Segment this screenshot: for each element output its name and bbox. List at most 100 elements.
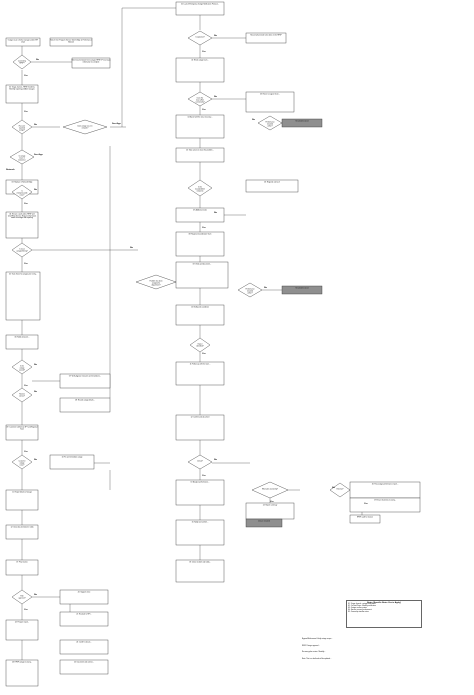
footer-line: RFSP Outage approval... (302, 645, 320, 647)
process-t17: 18: Close incident and notify... (175, 559, 225, 583)
process-t5: 04: Assist with the issue recovery... (175, 114, 225, 139)
decision-shape (187, 454, 213, 470)
edge-label-no: No (130, 247, 134, 249)
process-t10: 09: Verify and document... (175, 261, 229, 289)
process-t8: 07: Additional notes (175, 207, 225, 223)
decision-shape (251, 481, 289, 499)
process-box (5, 559, 39, 576)
process-box (245, 32, 287, 44)
node-text: 15: Notify and confirm... (192, 520, 209, 523)
node-text: 08: Regional Coordination Team (189, 232, 212, 235)
edge-label-yes: Yes (24, 385, 29, 387)
edge-label-no: No (34, 459, 38, 461)
edge-label-no: No (36, 59, 40, 61)
node-text: 02: Triage Journal - RFSP, Incidents,Mon… (9, 85, 35, 90)
decision-d-ext: External? (329, 482, 351, 498)
decision-shape (11, 589, 33, 605)
process-g-closure: Closure resolved (245, 518, 283, 528)
process-t22: 23: RFSP outage recovery... (5, 659, 39, 687)
edge-label-no: No (34, 189, 38, 191)
legend-line: S1: Triage Journal - outage notification (348, 604, 376, 605)
edge-label-no: No (34, 594, 38, 596)
process-r1: 16: Post-outage performance report... (349, 481, 421, 499)
process-t15: 14: Report summary (245, 502, 295, 520)
node-text: 25: Document and archive... (74, 660, 94, 663)
process-box (59, 589, 109, 605)
edge-label-no: No (252, 119, 256, 121)
process-box (71, 57, 111, 69)
node-text: 05: Take actions to close the problem... (186, 148, 214, 151)
process-t6: 05: Take actions to close the problem... (175, 147, 225, 163)
decision-shape (257, 115, 283, 131)
node-text: 11: Report details of outage (12, 490, 32, 493)
process-t9: 08: Regional Coordination Team (175, 231, 225, 257)
node-text: Who takes ownership? (262, 488, 278, 491)
edge-label-no: No (214, 96, 218, 98)
node-text: 07: Additional notes (193, 208, 207, 211)
process-box (5, 619, 39, 641)
edge-label-yes: Yes (24, 111, 29, 113)
process-n-report: 11: Report details of outage (5, 489, 39, 511)
node-text: 21: Escalate to SFT... (76, 612, 92, 615)
node-text: 07: Verify bypass measures and resolutio… (69, 374, 102, 377)
process-n2: 02: Triage Journal - RFSP, Incidents,Mon… (5, 84, 39, 104)
edge-label-yes: Yes (24, 75, 29, 77)
process-box (59, 611, 109, 627)
process-box (59, 639, 109, 655)
node-text: 04: Assist with the issue recovery... (188, 115, 213, 118)
node-text: 06: Notify end-user... (15, 335, 30, 338)
process-box (175, 304, 225, 326)
edge-label-no: No (214, 459, 218, 461)
legend-note: Notes (Specific Notes Use to Apply) S1: … (346, 600, 422, 628)
decision-shape (11, 242, 33, 258)
process-r2: 17: Ensure business recovery... (349, 497, 421, 513)
edge-label-yes: Yes (24, 451, 29, 453)
edge-label-no: No (34, 364, 38, 366)
node-layer: Outage issue is fed to manager and/or SF… (5, 1, 421, 687)
footer-line: Recovery plan review - Monthly... (302, 652, 326, 654)
edge-label-no: No (264, 287, 268, 289)
process-t7: 06: Regional outreach (245, 179, 299, 193)
legend-line: S2: Call and Page - Monthly notification (348, 606, 376, 607)
decision-shape (11, 119, 33, 135)
process-t4: 03: Route to support team... (245, 91, 295, 113)
decision-shape (11, 359, 33, 375)
node-text: 02: Email outage team... (191, 58, 209, 61)
decision-d-toplevel: Is operation? (187, 30, 213, 46)
edge-label-yes: Yes (24, 263, 29, 265)
process-box (281, 118, 323, 128)
process-t20: 21: Escalate to SFT... (59, 611, 109, 627)
node-text: Critical? (197, 460, 203, 463)
node-text: 16: Post-outage performance report... (372, 482, 399, 485)
node-text: 08: Record outage details... (75, 398, 95, 401)
process-box (5, 659, 39, 687)
node-text: Switch Over Program Service Switch Edge … (50, 38, 92, 43)
node-text: External? (337, 488, 344, 491)
decision-shape (11, 454, 33, 470)
process-box (49, 454, 95, 470)
edge-label-yes: Yes (202, 51, 207, 53)
process-s2: Switch Over Program Service Switch Edge … (49, 37, 93, 47)
process-box (245, 91, 295, 113)
decision-shape (12, 54, 32, 70)
process-box (175, 231, 225, 257)
legend-line: S3: Outage recovery steps (348, 608, 367, 609)
legend-line: S4: Service recovery assessment (348, 610, 372, 611)
decision-d-crit: Critical? (187, 454, 213, 470)
process-box (175, 57, 225, 83)
node-text: Is operation? (195, 36, 204, 39)
